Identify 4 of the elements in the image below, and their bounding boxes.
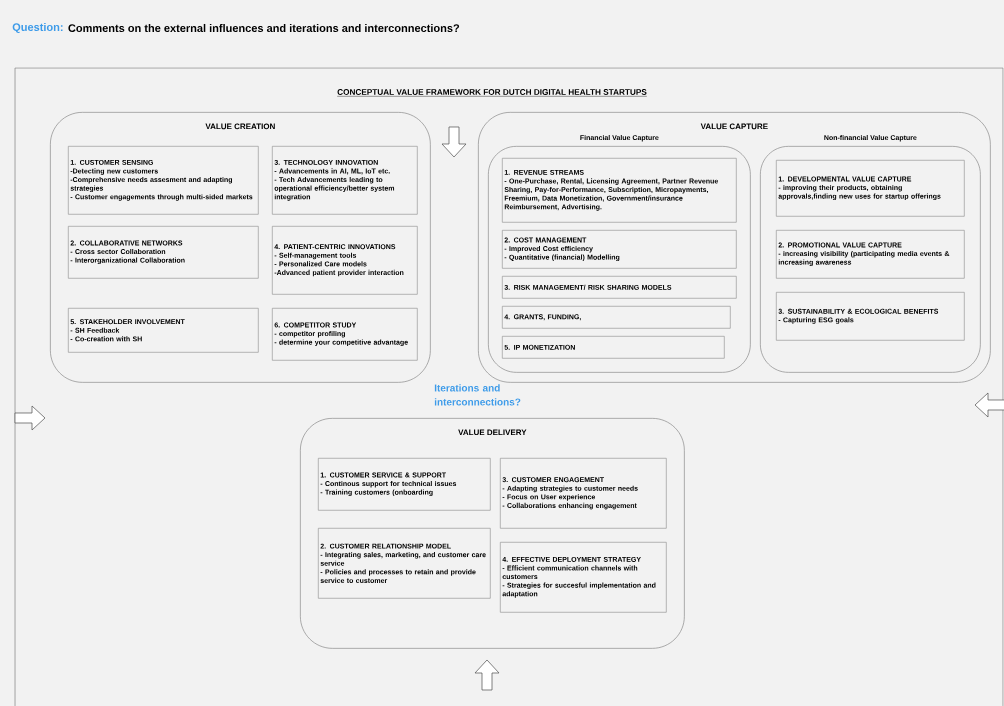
question-text: Comments on the external influences and iterations and interconnections? [68,23,460,33]
question-label: Question: [12,22,63,34]
diagram-title: CONCEPTUAL VALUE FRAMEWORK FOR DUTCH DIGITAL HEALTH STARTUPS [337,89,647,97]
note-text: Iterations and interconnections? [434,384,521,406]
